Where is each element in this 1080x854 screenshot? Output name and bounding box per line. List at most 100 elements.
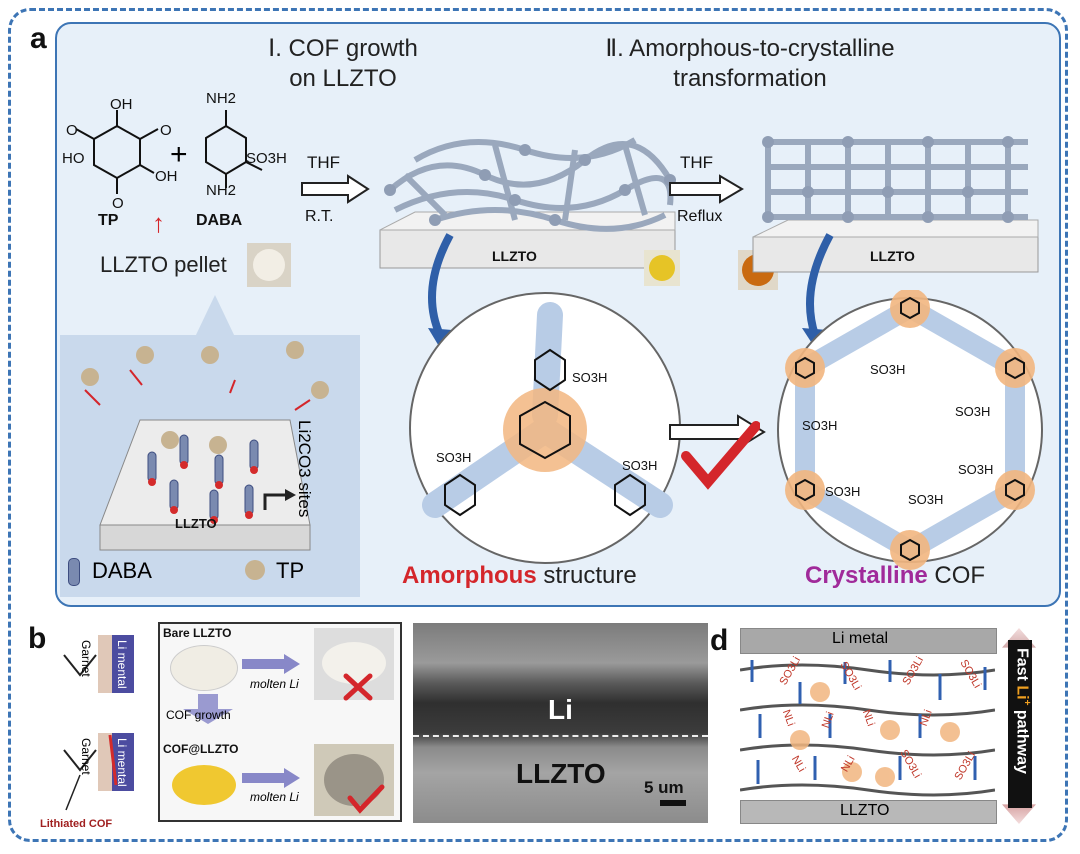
curved-arrow-left-icon [428, 233, 454, 348]
interface-line [413, 735, 708, 737]
pellet-label: LLZTO pellet [100, 252, 227, 277]
bare-llzto-label: Bare LLZTO [163, 626, 232, 640]
daba-nh2-bottom: NH2 [206, 182, 237, 199]
crystalline-word: Crystalline [805, 562, 928, 589]
daba-name: DABA [196, 212, 243, 229]
step1-line1: . COF growth [275, 35, 418, 62]
cof-layers-diagram [740, 660, 995, 797]
li-metal-label: Li metal [832, 630, 889, 647]
reaction-arrow-2-icon [669, 174, 744, 204]
amorphous-cof-illustration [379, 137, 676, 269]
sem-llzto-label: LLZTO [516, 758, 606, 789]
llzto-block-label: LLZTO [175, 516, 217, 531]
figure-frame [8, 8, 1068, 842]
amorphous-word: Amorphous [402, 562, 537, 589]
legend-tp: TP [276, 558, 305, 583]
li-metal-layer [740, 628, 997, 654]
amorphous-structure-diagram [409, 292, 681, 564]
pathway-post: pathway [1013, 705, 1031, 774]
garnet-schematic [63, 635, 134, 811]
amorphous-so3h-3: SO3H [622, 458, 658, 473]
scale-bar-label: 5 um [644, 778, 684, 797]
pellet-photo [247, 243, 291, 287]
fail-cross-icon [343, 673, 373, 701]
cof-llzto-label: COF@LLZTO [163, 742, 239, 756]
checkmark-icon [681, 421, 760, 490]
llzto-layer [740, 800, 997, 824]
garnet-label-2: Garnet [79, 738, 93, 775]
molten-li-label-2: molten Li [250, 790, 299, 804]
daba-legend-icon [68, 558, 80, 586]
crystalline-rest: COF [927, 562, 986, 589]
tp-oh-right: OH [155, 168, 178, 185]
llzto-substrate-1: LLZTO [492, 248, 537, 264]
garnet-label-1: Garnet [79, 640, 93, 677]
crystalline-caption: Crystalline COF [805, 562, 985, 590]
daba-so3h: SO3H [246, 150, 287, 167]
scale-bar [660, 800, 686, 806]
crystalline-so3h-4: SO3H [825, 484, 861, 499]
step2-title: Ⅱ. Amorphous-to-crystalline transformati… [570, 34, 930, 94]
inset-pointer [195, 295, 235, 337]
bare-pellet-photo [170, 645, 238, 691]
tp-molecule [75, 110, 159, 194]
pathway-ion: Li [1013, 685, 1031, 700]
crystalline-so3h-6: SO3H [908, 492, 944, 507]
growth-arrow-icon [183, 694, 233, 724]
step1-title: Ⅰ. COF growth on LLZTO [218, 34, 468, 94]
tp-o-left: O [66, 122, 78, 139]
li2co3-label: Li2CO3 sites [295, 420, 314, 518]
crystalline-structure-diagram [777, 290, 1043, 570]
up-red-arrow-icon: ↑ [152, 208, 165, 238]
li-mental-label-2: Li mental [115, 738, 129, 787]
daba-molecule [205, 110, 263, 188]
pathway-label-bg [1008, 640, 1032, 808]
llzto-block-illustration [81, 341, 329, 551]
tp-legend-icon [245, 560, 265, 580]
tp-o-right: O [160, 122, 172, 139]
d-llzto-label: LLZTO [840, 802, 890, 819]
yellow-pellet-photo [644, 250, 680, 286]
amorphous-caption: Amorphous structure [402, 562, 637, 590]
sem-li-label: Li [548, 694, 573, 725]
molten-arrow-2-icon [242, 768, 300, 788]
step2-line1: . Amorphous-to-crystalline [617, 35, 895, 62]
crystalline-so3h-1: SO3H [870, 362, 906, 377]
crystalline-so3h-3: SO3H [802, 418, 838, 433]
arrow1-top: THF [307, 153, 341, 172]
molten-li-label-1: molten Li [250, 677, 299, 691]
arrow2-bottom: Reflux [677, 208, 723, 225]
crystalline-cof-illustration [752, 136, 1039, 273]
arrow2-top: THF [680, 153, 714, 172]
molten-arrow-1-icon [242, 654, 300, 674]
plus-sign: + [170, 138, 188, 171]
panel-letter-d: d [710, 624, 729, 657]
lithiated-cof-label: Lithiated COF [40, 818, 113, 830]
amorphous-so3h-2: SO3H [436, 450, 472, 465]
pathway-label: Fast Li+ pathway [1013, 648, 1032, 774]
tp-o-bottom: O [112, 195, 124, 212]
panel-letter-b: b [28, 622, 47, 655]
amorphous-rest: structure [536, 562, 637, 589]
cof-growth-label: COF growth [166, 708, 231, 722]
crystalline-so3h-5: SO3H [958, 462, 994, 477]
daba-nh2-top: NH2 [206, 90, 237, 107]
tp-oh-left: HO [62, 150, 85, 167]
li-mental-label-1: Li mental [115, 640, 129, 689]
bare-wetting-photo [314, 628, 394, 700]
step2-line2: transformation [673, 65, 827, 92]
step1-line2: on LLZTO [289, 65, 397, 92]
tp-oh-top: OH [110, 96, 133, 113]
llzto-substrate-2: LLZTO [870, 248, 915, 264]
step2-numeral: Ⅱ [605, 35, 618, 62]
arrow1-bottom: R.T. [305, 208, 334, 225]
sem-image [413, 623, 708, 823]
legend-daba: DABA [92, 558, 152, 583]
success-check-icon [347, 784, 385, 814]
tp-name: TP [98, 212, 119, 229]
pathway-pre: Fast [1013, 648, 1031, 686]
step1-numeral: Ⅰ [268, 35, 276, 62]
panel-letter-a: a [30, 22, 47, 55]
crystalline-so3h-2: SO3H [955, 404, 991, 419]
amorphous-so3h-1: SO3H [572, 370, 608, 385]
